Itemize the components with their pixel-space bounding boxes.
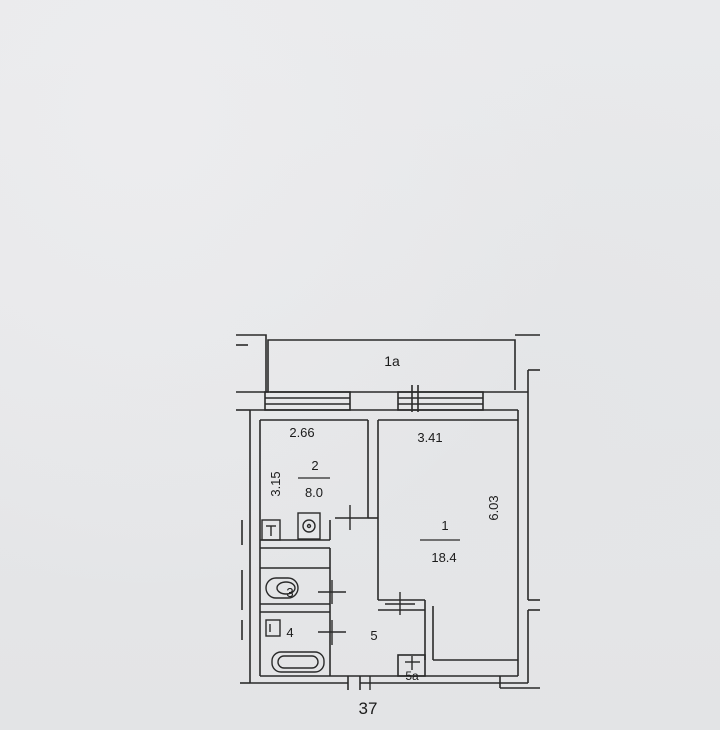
niche-5a — [397, 654, 426, 677]
room2-number: 2 — [311, 458, 318, 473]
room1-area: 18.4 — [431, 550, 456, 565]
stove-icon — [261, 519, 281, 541]
apartment-number: 37 — [359, 699, 378, 718]
toilet-icon — [265, 577, 299, 599]
room1-number: 1 — [441, 518, 448, 533]
balcony-wall — [236, 334, 516, 393]
window-right — [397, 391, 484, 411]
room5a-number: 5a — [405, 669, 419, 683]
fixtures — [261, 512, 325, 673]
room5-number: 5 — [370, 628, 377, 643]
door-markers — [318, 505, 420, 690]
room4-number: 4 — [286, 625, 293, 640]
room2-length-label: 3.15 — [268, 471, 283, 496]
bathtub-icon — [271, 651, 325, 673]
fraction-lines — [298, 477, 460, 541]
balcony-label: 1a — [384, 353, 400, 369]
room1-length-label: 6.03 — [486, 495, 501, 520]
sink-icon — [297, 512, 321, 540]
room2-width-label: 2.66 — [289, 425, 314, 440]
window-left — [264, 391, 351, 411]
washbasin-icon — [265, 619, 281, 637]
room3-number: 3 — [286, 585, 293, 600]
walls — [236, 334, 540, 690]
room2-area: 8.0 — [305, 485, 323, 500]
room1-width-label: 3.41 — [417, 430, 442, 445]
